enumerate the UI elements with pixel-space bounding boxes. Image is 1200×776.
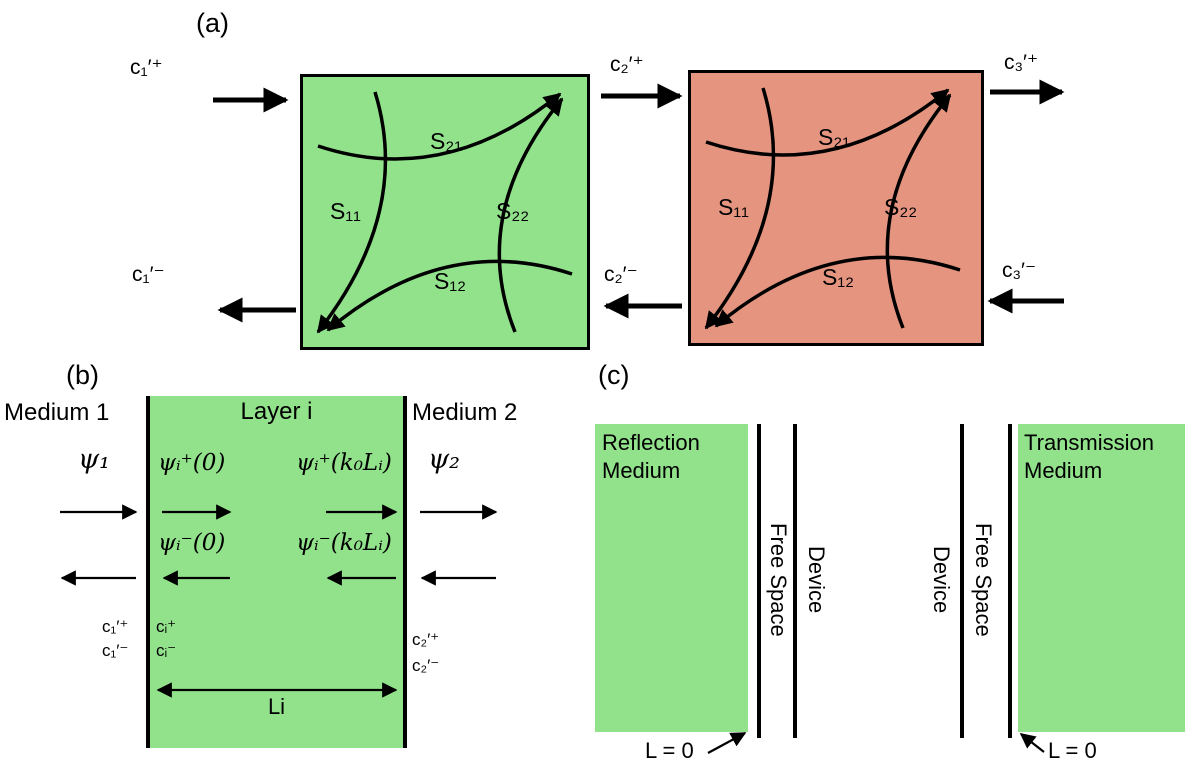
panel-b-label: (b) <box>66 360 99 390</box>
c1-plus-label: c₁′⁺ <box>102 617 129 636</box>
layer-i-label: Layer i <box>240 398 313 425</box>
free-space-line-right-1 <box>960 424 964 738</box>
c2-minus-label: c₂′⁻ <box>412 656 440 675</box>
psi-i-minus-L: ψᵢ⁻(k₀Lᵢ) <box>296 530 392 556</box>
l-zero-label-left: L = 0 <box>645 738 694 763</box>
transmission-medium-rect <box>1018 424 1185 732</box>
panel-c-label: (c) <box>598 360 630 390</box>
device-label-left: Device <box>804 546 829 614</box>
free-space-line-left-1 <box>757 424 761 738</box>
device-label-right: Device <box>929 546 954 614</box>
s21-label-box2: S₂₁ <box>818 124 851 150</box>
s12-label-box2: S₁₂ <box>822 264 855 290</box>
psi1-label: ψ₁ <box>78 444 110 475</box>
free-space-label-right: Free Space <box>971 523 996 637</box>
psi-i-plus-L: ψᵢ⁺(k₀Lᵢ) <box>296 450 392 476</box>
reflection-medium-label: Reflection Medium <box>602 430 700 483</box>
s22-label-box2: S₂₂ <box>884 194 918 220</box>
ci-plus-label: cᵢ⁺ <box>156 617 177 636</box>
port-c2-minus: c₂′⁻ <box>604 263 638 286</box>
medium2-label: Medium 2 <box>412 399 518 426</box>
psi2-label: ψ₂ <box>428 444 460 475</box>
panel-a-label: (a) <box>196 8 229 38</box>
s11-label-box2: S₁₁ <box>718 194 749 220</box>
reflection-medium-rect <box>595 424 748 732</box>
l-zero-arrow-right <box>1019 733 1045 753</box>
port-c3-minus: c₃′⁻ <box>1002 259 1037 282</box>
s11-label-box1: S₁₁ <box>330 198 361 224</box>
free-space-line-right-2 <box>1008 424 1012 738</box>
free-space-label-left: Free Space <box>766 523 791 637</box>
ci-minus-label: cᵢ⁻ <box>156 641 177 660</box>
l-zero-arrow-left <box>707 732 747 754</box>
port-c1-minus: c₁′⁻ <box>132 263 165 286</box>
s21-label-box1: S₂₁ <box>430 128 463 154</box>
c2-plus-label: c₂′⁺ <box>412 630 440 649</box>
layer-length-label: Li <box>267 694 286 719</box>
s12-label-box1: S₁₂ <box>434 268 467 294</box>
port-c1-plus: c₁′⁺ <box>130 56 163 79</box>
transmission-medium-label: Transmission Medium <box>1024 430 1154 483</box>
free-space-line-left-2 <box>793 424 797 738</box>
port-c2-plus: c₂′⁺ <box>610 53 644 76</box>
s22-label-box1: S₂₂ <box>496 198 530 224</box>
c1-minus-label: c₁′⁻ <box>102 641 129 660</box>
l-zero-label-right: L = 0 <box>1048 738 1097 763</box>
psi-i-plus-0: ψᵢ⁺(0) <box>158 450 226 476</box>
psi-i-minus-0: ψᵢ⁻(0) <box>158 530 226 556</box>
medium1-label: Medium 1 <box>4 399 110 426</box>
port-c3-plus: c₃′⁺ <box>1004 51 1039 74</box>
